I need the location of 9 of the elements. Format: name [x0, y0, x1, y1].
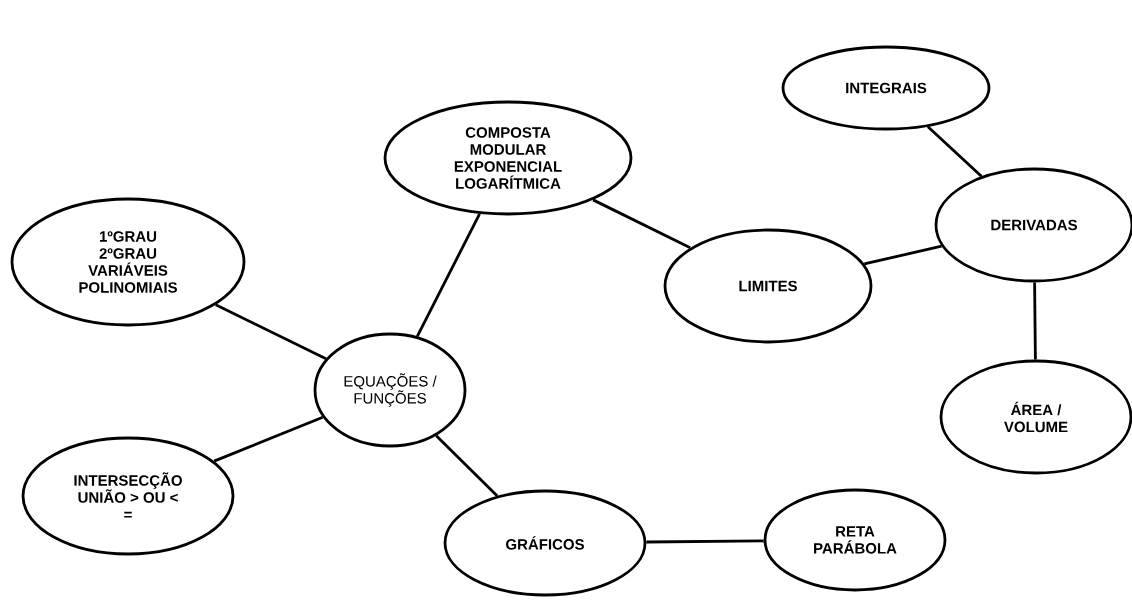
connector-line [435, 434, 499, 497]
connector-line [1033, 282, 1037, 360]
connector-line [646, 539, 764, 544]
connector-line [592, 198, 691, 249]
connector-line [927, 125, 983, 178]
connector-line [864, 244, 942, 266]
connector-line [213, 415, 324, 463]
connector-line [416, 213, 481, 337]
connector-line [215, 303, 327, 360]
